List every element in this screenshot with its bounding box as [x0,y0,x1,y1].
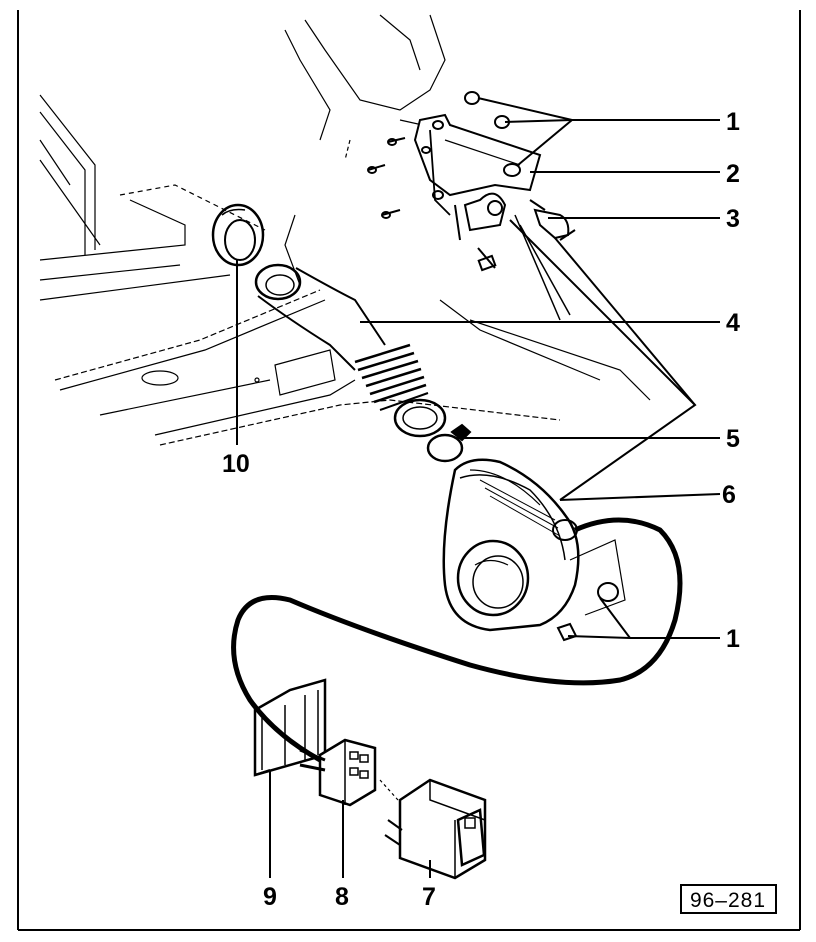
air-hose-part-4 [254,263,447,438]
leader-lines [236,97,721,878]
callouts: 1 2 3 4 5 6 1 10 9 8 7 [222,108,740,911]
retaining-clip-part-3 [529,199,576,241]
callout-10: 10 [222,450,250,478]
callout-4: 4 [726,309,740,337]
figure-reference-code: 96–281 [690,889,766,912]
callout-5: 5 [726,425,740,453]
blower-unit-part-6 [442,458,626,642]
callout-9: 9 [263,883,277,911]
callout-1-top: 1 [726,108,740,136]
callout-7: 7 [422,883,436,911]
vehicle-body-panels [39,14,651,446]
callout-6: 6 [722,481,736,509]
diagram-frame [17,10,801,931]
figure-reference-box: 96–281 [680,884,777,914]
callout-1-bottom: 1 [726,625,740,653]
grommet-part-10 [211,203,265,267]
hose-clamp-part-5 [426,423,472,463]
callout-2: 2 [726,160,740,188]
wiring-harness [231,517,683,763]
callout-8: 8 [335,883,349,911]
callout-3: 3 [726,205,740,233]
connector-part-8 [299,738,377,807]
switch-part-7 [379,778,487,880]
mounting-bracket-part-2 [413,113,571,321]
mounting-frame-part-9 [253,678,327,777]
